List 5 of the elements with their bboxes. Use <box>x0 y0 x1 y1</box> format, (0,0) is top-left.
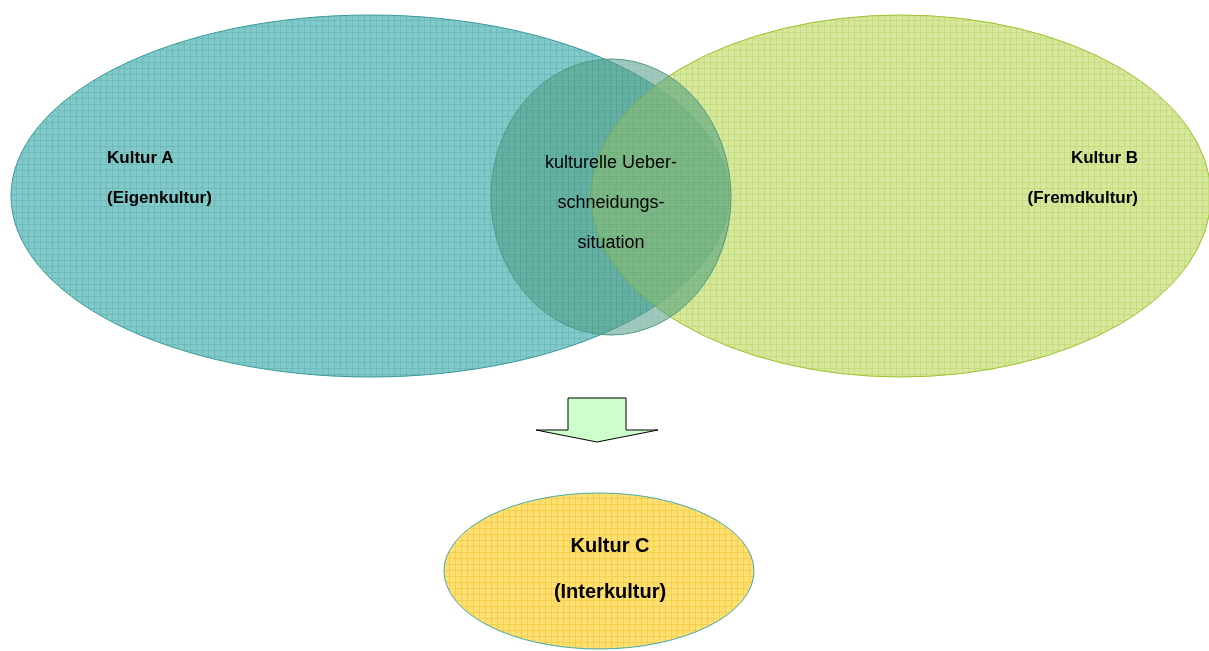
ellipse-label: kulturelle Ueber- schneidungs- situation <box>543 151 679 254</box>
block-arrow <box>535 397 659 443</box>
ellipse-label: Kultur C (Interkultur) <box>552 533 668 604</box>
ellipse-label: Kultur B (Fremdkultur) <box>1026 147 1138 209</box>
ellipse-label: Kultur A (Eigenkultur) <box>107 147 213 209</box>
